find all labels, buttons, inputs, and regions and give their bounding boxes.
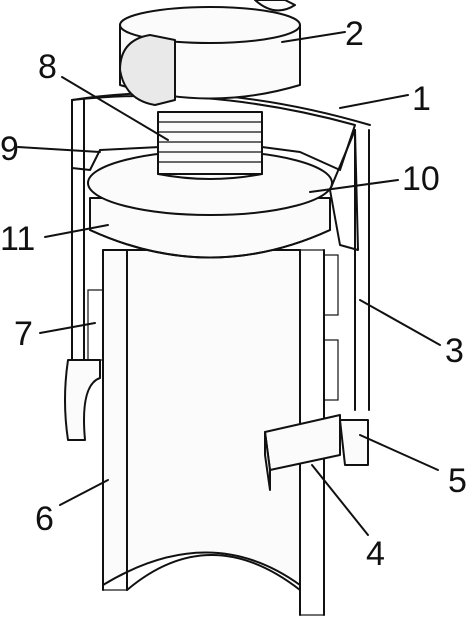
threaded-stem: [157, 111, 263, 180]
outer-tube: [102, 249, 325, 616]
label-9: 9: [0, 130, 19, 168]
clamp-block: [264, 414, 369, 491]
top-knob: [119, 0, 301, 106]
label-2: 2: [345, 15, 364, 53]
right-rod: [323, 129, 370, 411]
callouts: 2 1 8 9 10 11 7 3 5 6 4: [0, 15, 467, 573]
label-4: 4: [366, 535, 385, 573]
label-10: 10: [402, 160, 440, 198]
label-3: 3: [445, 332, 464, 370]
label-6: 6: [35, 500, 54, 538]
leader-lines: [17, 31, 441, 536]
label-11: 11: [0, 220, 35, 258]
label-5: 5: [448, 462, 467, 500]
label-7: 7: [14, 315, 33, 353]
label-1: 1: [412, 80, 431, 118]
label-8: 8: [38, 48, 57, 86]
cap-disk: [87, 150, 333, 259]
